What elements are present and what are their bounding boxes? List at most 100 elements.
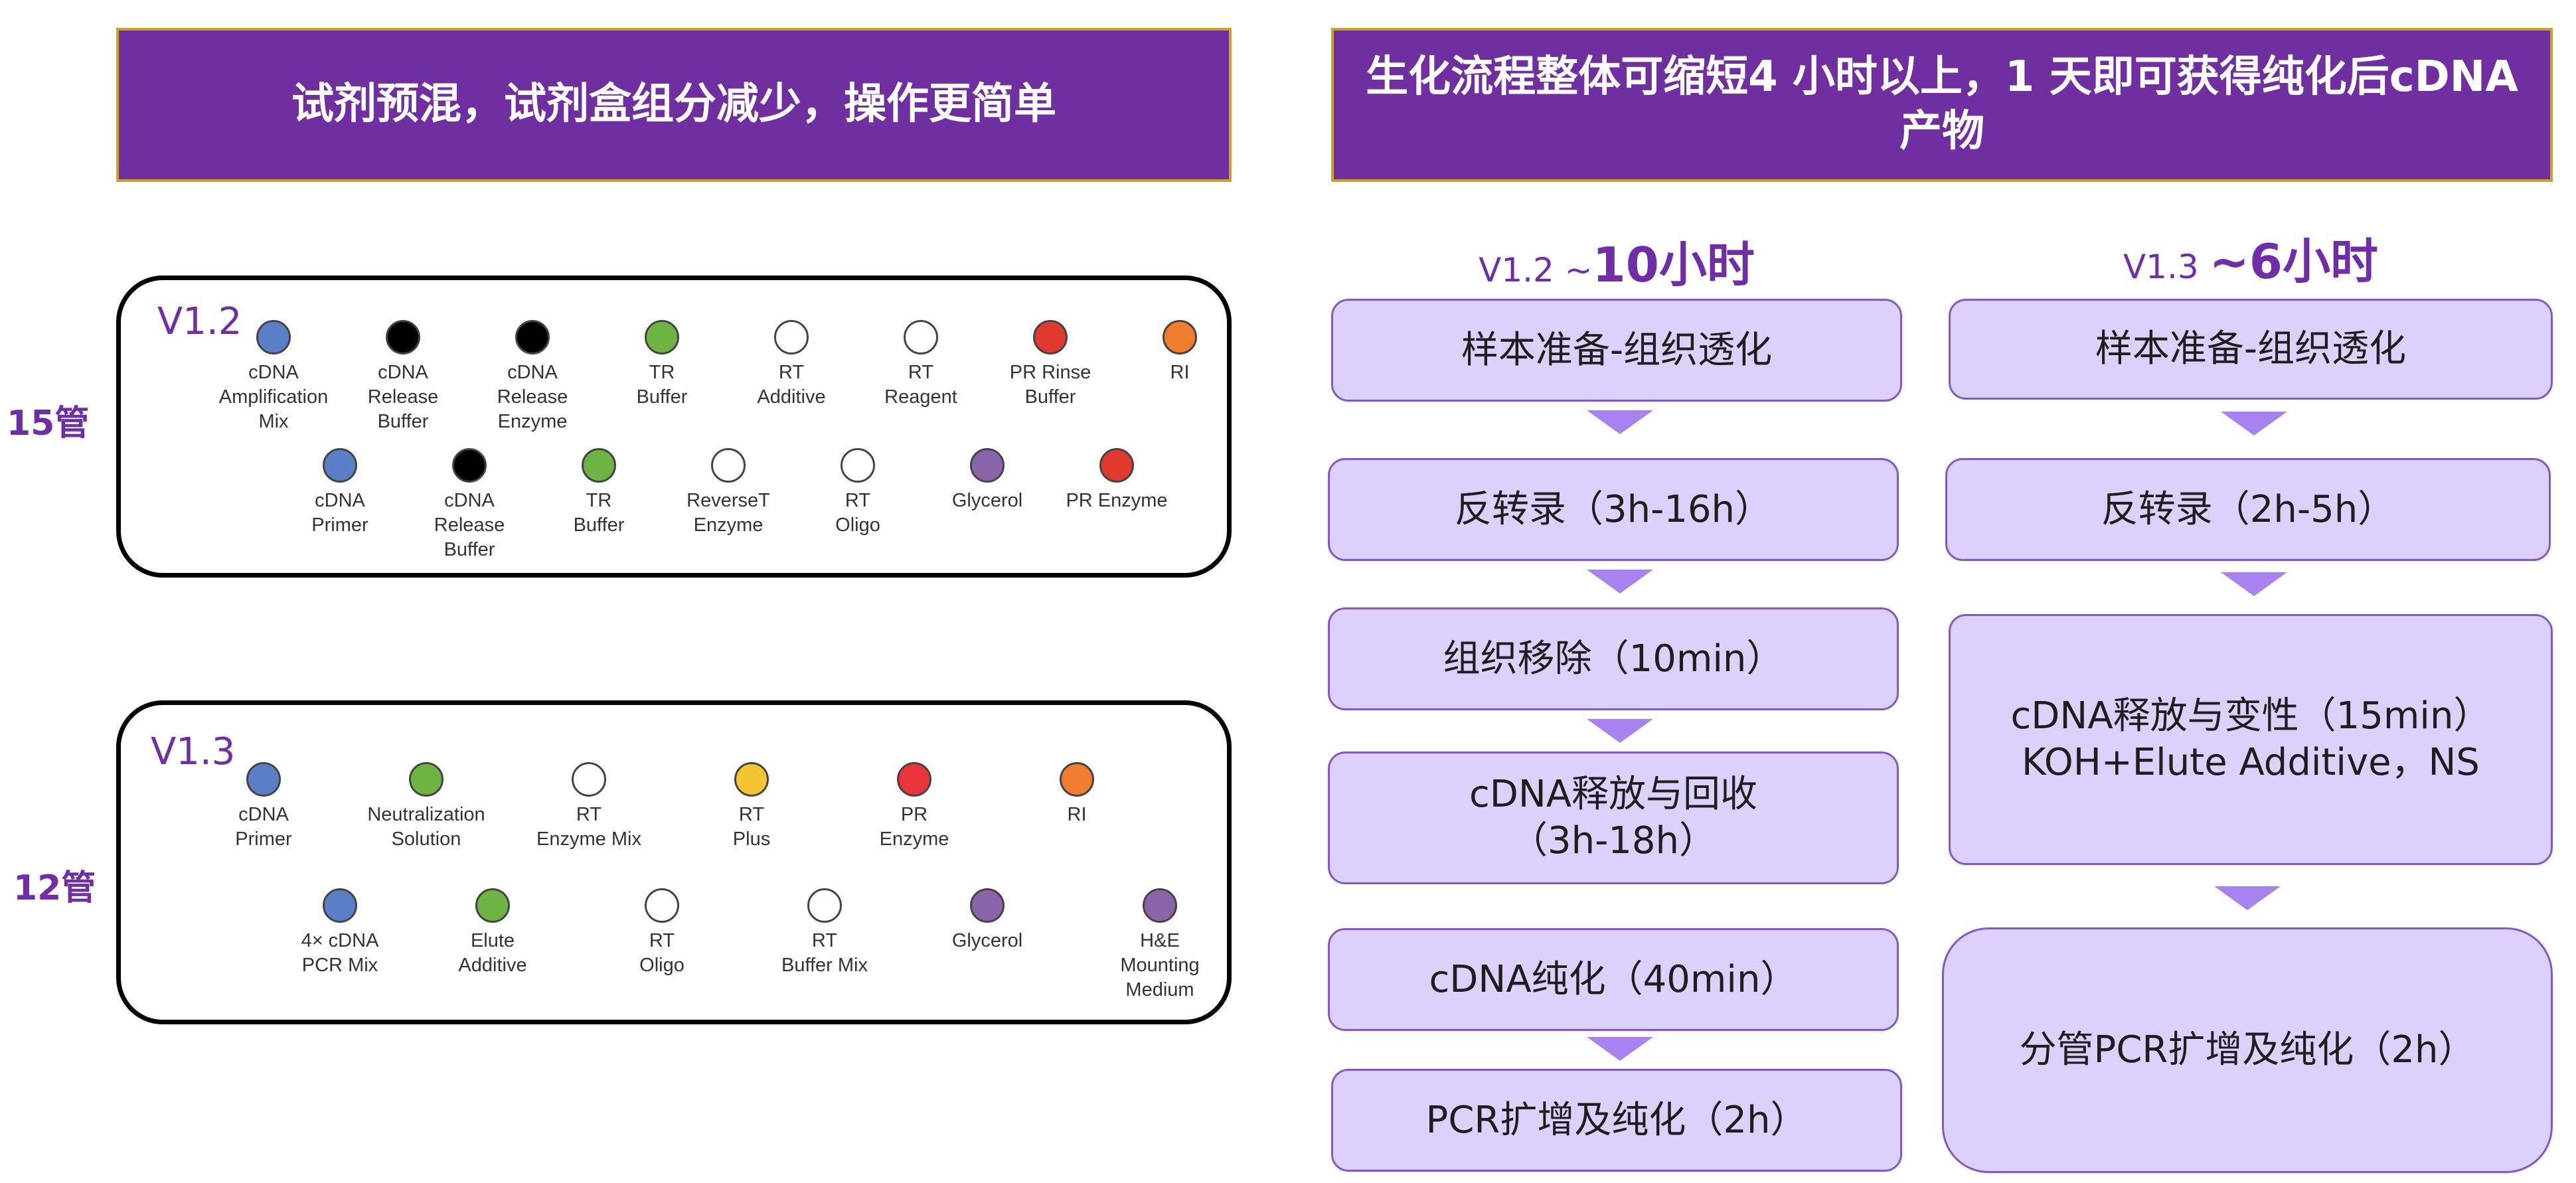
v12-header-time: 10小时: [1592, 237, 1755, 293]
reagent-tube: RI: [1107, 320, 1253, 385]
tube-color-dot: [645, 888, 679, 923]
reagent-name: RT Enzyme Mix: [536, 804, 641, 850]
reagent-tube: cDNA Release Buffer: [396, 448, 542, 562]
v13-step-4: 分管PCR扩增及纯化（2h）: [1942, 927, 2553, 1173]
reagent-name: PR Enzyme: [1066, 490, 1168, 511]
reagent-tube: cDNA Release Enzyme: [459, 320, 605, 434]
tube-color-dot: [1060, 762, 1094, 797]
tube-color-dot: [1143, 888, 1177, 923]
tube-color-dot: [841, 448, 875, 483]
left-banner: 试剂预混，试剂盒组分减少，操作更简单: [116, 28, 1232, 182]
reagent-tube: RT Reagent: [848, 320, 994, 410]
reagent-name: cDNA Release Buffer: [434, 490, 505, 560]
tube-color-dot: [904, 320, 938, 355]
v12-arrow-2: [1587, 570, 1653, 593]
v12-step-6: PCR扩增及纯化（2h）: [1331, 1069, 1902, 1172]
tube-color-dot: [970, 448, 1005, 483]
tube-color-dot: [582, 448, 616, 483]
v12-step-4: cDNA释放与回收 （3h-18h）: [1328, 751, 1899, 884]
reagent-name: RT Plus: [732, 804, 771, 850]
tube-color-dot: [323, 888, 357, 923]
v12-arrow-1: [1587, 410, 1653, 434]
reagent-tube: RT Additive: [718, 320, 864, 410]
reagent-tube: cDNA Primer: [191, 762, 337, 852]
v13-step-2: 反转录（2h-5h）: [1945, 458, 2551, 561]
v13-tube-count: 12管: [13, 868, 96, 908]
reagent-name: RT Oligo: [639, 930, 684, 976]
tube-color-dot: [246, 762, 281, 797]
reagent-tube: Elute Additive: [420, 888, 566, 978]
reagent-tube: PR Enzyme: [1044, 448, 1190, 513]
tube-color-dot: [645, 320, 679, 355]
tube-color-dot: [323, 448, 357, 483]
reagent-name: RT Additive: [757, 362, 826, 408]
reagent-tube: cDNA Release Buffer: [330, 320, 476, 434]
v13-header-time: ~6小时: [2209, 234, 2379, 289]
v13-step-1: 样本准备-组织透化: [1949, 299, 2553, 400]
reagent-name: PR Enzyme: [879, 804, 949, 850]
v12-header-version: V1.2 ~: [1479, 251, 1593, 289]
reagent-tube: PR Enzyme: [841, 762, 987, 852]
reagent-name: Elute Additive: [458, 930, 527, 976]
v12-workflow-header: V1.2 ~10小时: [1331, 226, 1902, 295]
reagent-name: TR Buffer: [636, 362, 688, 408]
reagent-tube: RT Buffer Mix: [752, 888, 898, 978]
reagent-name: TR Buffer: [573, 490, 625, 536]
reagent-tube: cDNA Primer: [267, 448, 413, 538]
reagent-tube: Glycerol: [914, 888, 1060, 953]
reagent-name: cDNA Release Enzyme: [497, 362, 568, 432]
tube-color-dot: [475, 888, 510, 923]
reagent-name: RT Reagent: [884, 362, 957, 408]
left-banner-text: 试剂预混，试剂盒组分减少，操作更简单: [291, 80, 1056, 129]
tube-color-dot: [386, 320, 420, 355]
reagent-tube: 4× cDNA PCR Mix: [267, 888, 413, 978]
reagent-name: RI: [1067, 804, 1087, 825]
tube-color-dot: [1099, 448, 1134, 483]
reagent-name: 4× cDNA PCR Mix: [301, 930, 379, 976]
reagent-tube: cDNA Amplification Mix: [201, 320, 347, 434]
reagent-name: cDNA Primer: [311, 490, 368, 536]
reagent-tube: RT Oligo: [785, 448, 931, 538]
v12-kit-panel: V1.2 cDNA Amplification Mix cDNA Release …: [116, 276, 1232, 578]
tube-color-dot: [1163, 320, 1197, 355]
tube-color-dot: [970, 888, 1005, 923]
v12-step-1: 样本准备-组织透化: [1331, 299, 1902, 402]
reagent-name: PR Rinse Buffer: [1009, 362, 1091, 408]
tube-color-dot: [774, 320, 809, 355]
v13-step-3: cDNA释放与变性（15min） KOH+Elute Additive，NS: [1949, 614, 2553, 865]
v13-workflow-header: V1.3 ~6小时: [1949, 222, 2553, 292]
reagent-tube: H&E Mounting Medium: [1087, 888, 1233, 1002]
v12-arrow-3: [1587, 719, 1653, 743]
reagent-name: Glycerol: [951, 490, 1023, 511]
reagent-name: H&E Mounting Medium: [1120, 930, 1200, 1000]
reagent-name: Glycerol: [951, 930, 1023, 951]
reagent-tube: ReverseT Enzyme: [655, 448, 801, 538]
v12-step-5: cDNA纯化（40min）: [1328, 928, 1899, 1031]
tube-color-dot: [734, 762, 769, 797]
right-banner-text: 生化流程整体可缩短4 小时以上，1 天即可获得纯化后cDNA 产物: [1366, 52, 2518, 156]
reagent-tube: TR Buffer: [589, 320, 735, 410]
reagent-name: Neutralization Solution: [367, 804, 485, 850]
reagent-name: ReverseT Enzyme: [686, 490, 770, 536]
tube-color-dot: [452, 448, 487, 483]
reagent-name: cDNA Release Buffer: [367, 362, 439, 432]
reagent-name: RI: [1170, 362, 1190, 383]
tube-color-dot: [897, 762, 931, 797]
v13-arrow-2: [2221, 572, 2287, 596]
v12-tube-count: 15管: [7, 404, 90, 443]
v13-header-version: V1.3: [2123, 248, 2210, 286]
v13-arrow-1: [2221, 412, 2287, 435]
reagent-tube: RT Enzyme Mix: [516, 762, 662, 852]
v13-kit-version: V1.3: [151, 730, 236, 773]
reagent-tube: RT Oligo: [589, 888, 735, 978]
v12-step-3: 组织移除（10min）: [1328, 607, 1899, 710]
tube-color-dot: [1033, 320, 1068, 355]
reagent-name: cDNA Amplification Mix: [218, 362, 329, 432]
reagent-name: RT Buffer Mix: [781, 930, 868, 976]
v12-kit-version: V1.2: [157, 300, 242, 343]
right-banner: 生化流程整体可缩短4 小时以上，1 天即可获得纯化后cDNA 产物: [1331, 28, 2553, 182]
reagent-tube: RI: [1004, 762, 1150, 827]
reagent-name: cDNA Primer: [235, 804, 292, 850]
tube-color-dot: [409, 762, 443, 797]
